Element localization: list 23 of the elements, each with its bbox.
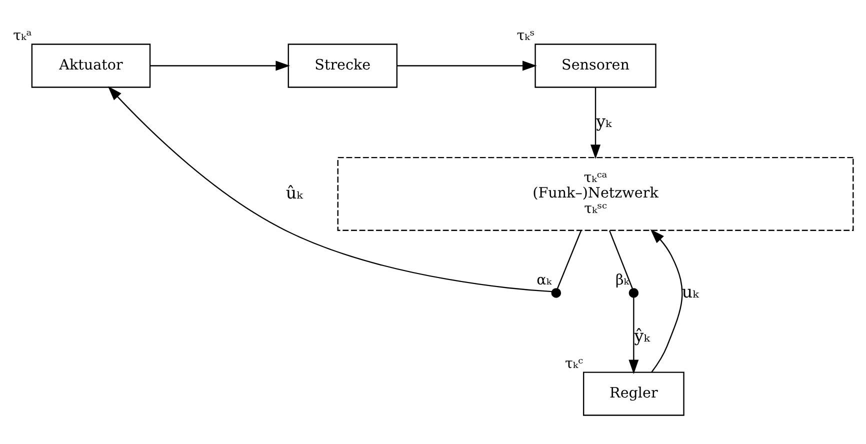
connector (608, 230, 633, 289)
node-switch (628, 288, 639, 298)
edge-label: uₖ (682, 282, 699, 302)
node-label: βₖ (615, 272, 629, 289)
node-box: Strecke (288, 44, 398, 88)
arrow (150, 60, 290, 71)
node-box: Sensoren (534, 44, 656, 88)
arrow (396, 60, 537, 71)
arrow (108, 86, 552, 292)
arrow (628, 297, 639, 374)
node-label: τₖᵃ (13, 28, 32, 44)
node-switch (551, 288, 562, 298)
arrow (650, 229, 683, 372)
node-label: αₖ (536, 272, 552, 289)
edge-label: ûₖ (286, 183, 303, 202)
connector (556, 230, 582, 289)
arrow (590, 88, 601, 159)
node-label: τₖᶜ (565, 356, 584, 372)
edge-label: yₖ (596, 112, 612, 131)
node-box: Regler (582, 372, 684, 416)
node-box: Aktuator (31, 44, 151, 88)
node-box: τₖᶜᵃ (Funk–)Netzwerk τₖˢᶜ (337, 157, 854, 231)
node-label: τₖˢ (516, 28, 535, 44)
